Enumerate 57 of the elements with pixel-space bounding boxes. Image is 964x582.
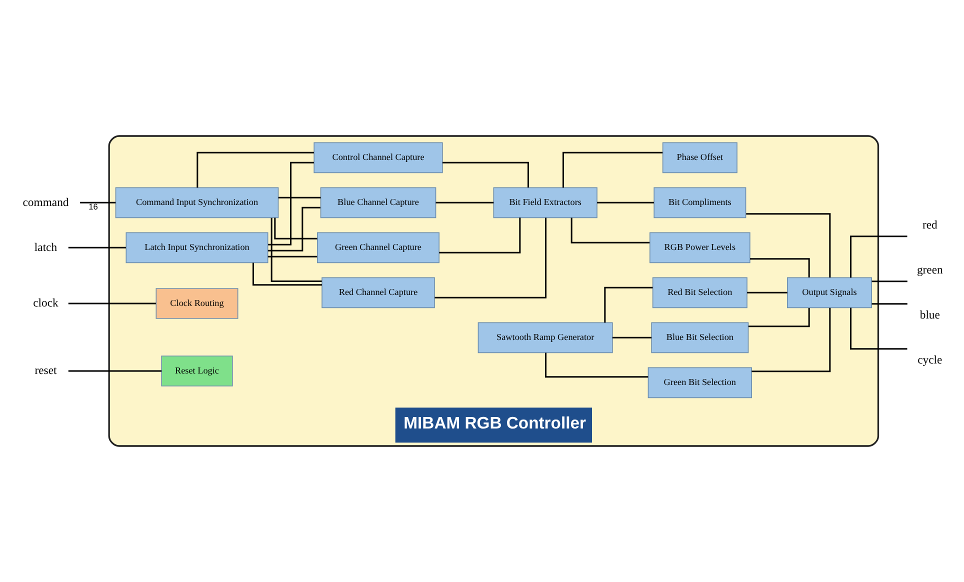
connector [434,218,546,298]
node-box: Green Channel Capture [317,232,440,264]
node-text: green [916,263,943,276]
node-box: Reset Logic [161,356,233,386]
node-box: Output Signals [787,277,872,308]
node-box: Latch Input Synchronization [126,232,268,264]
connector [746,213,831,278]
connector [872,303,908,305]
node-box: RGB Power Levels [650,232,750,264]
connector [274,218,318,240]
connector [252,262,322,286]
connector [278,196,321,198]
connector [752,308,831,372]
node-box: Green Bit Selection [648,367,752,398]
node-text: command [22,196,69,209]
connector [872,280,908,282]
connector [442,162,529,188]
node-text: clock [33,296,58,310]
connector [68,302,156,304]
connector [604,286,653,323]
node-box: Red Channel Capture [322,277,435,308]
connector [439,218,521,254]
node-box: Bit Field Extractors [493,187,598,218]
connector [68,246,126,248]
node-box: Blue Channel Capture [320,187,436,218]
connector [612,336,652,338]
connector [196,152,314,188]
connector [597,202,654,204]
node-text: reset [34,364,57,378]
connector [850,308,908,350]
node-box: Clock Routing [156,288,238,319]
node-box: Phase Offset [662,142,738,174]
node-text: red [922,218,938,232]
node-box: Blue Bit Selection [651,322,749,354]
connector [748,308,810,328]
connector [268,162,314,246]
node-text: latch [34,240,58,254]
connector [750,258,810,278]
connector [268,256,318,258]
connector [80,202,116,204]
connector [747,292,788,294]
edge-label: 16 [88,201,98,212]
node-box: Command Input Synchronization [115,187,279,218]
connector [562,152,663,188]
node-text: blue [920,308,940,322]
connector [570,218,650,244]
node-box: Red Bit Selection [652,277,748,308]
node-text: cycle [918,353,942,366]
node-box: Control Channel Capture [314,142,443,174]
connector [436,202,494,204]
node-box: Bit Compliments [654,187,746,218]
connector [545,352,648,378]
connector [270,218,322,282]
node-box: Sawtooth Ramp Generator [478,322,613,354]
connector [268,206,320,252]
connector [68,370,162,372]
connector [850,236,908,278]
